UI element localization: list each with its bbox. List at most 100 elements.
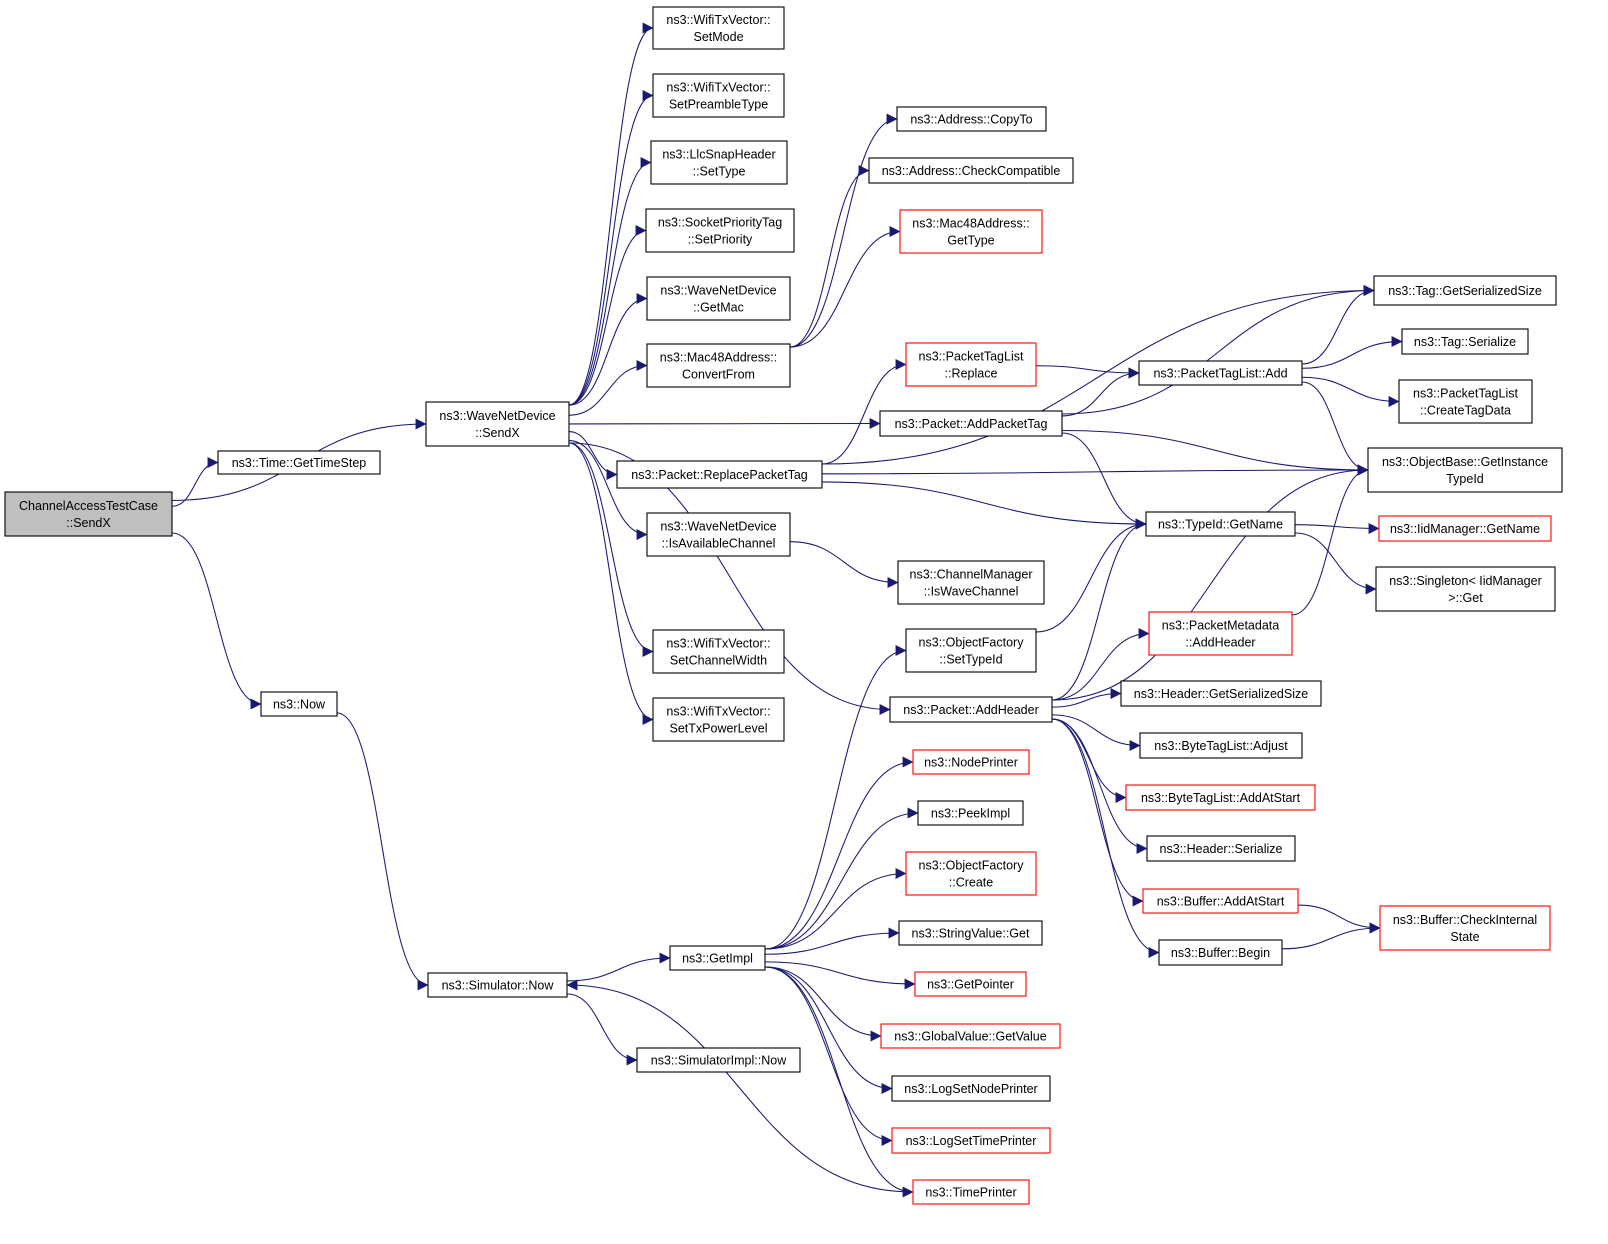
node-addr-check[interactable]: ns3::Address::CheckCompatible xyxy=(868,157,1074,184)
node-box-now[interactable] xyxy=(260,691,338,717)
node-wnd-getmac[interactable]: ns3::WaveNetDevice::GetMac xyxy=(646,276,791,321)
node-node-printer[interactable]: ns3::NodePrinter xyxy=(912,749,1030,775)
node-box-buf-addatstart[interactable] xyxy=(1142,888,1299,914)
node-llc-settype[interactable]: ns3::LlcSnapHeader::SetType xyxy=(650,140,788,185)
node-sv-get[interactable]: ns3::StringValue::Get xyxy=(898,920,1043,946)
node-get-pointer[interactable]: ns3::GetPointer xyxy=(914,971,1027,997)
node-pm-addheader[interactable]: ns3::PacketMetadata::AddHeader xyxy=(1148,611,1293,656)
node-box-btl-adjust[interactable] xyxy=(1139,732,1303,759)
node-box-ob-getinstance[interactable] xyxy=(1367,447,1563,493)
node-replace-tag[interactable]: ns3::Packet::ReplacePacketTag xyxy=(616,460,823,489)
node-box-addr-check[interactable] xyxy=(868,157,1074,184)
node-add-packet-tag[interactable]: ns3::Packet::AddPacketTag xyxy=(879,410,1063,437)
node-wtv-txpower[interactable]: ns3::WifiTxVector::SetTxPowerLevel xyxy=(652,697,785,742)
node-box-llc-settype[interactable] xyxy=(650,140,788,185)
node-box-singleton-get[interactable] xyxy=(1375,566,1556,612)
node-box-tag-serialize[interactable] xyxy=(1401,328,1529,355)
node-mac48-gettype[interactable]: ns3::Mac48Address::GetType xyxy=(899,209,1043,254)
node-box-ptl-add[interactable] xyxy=(1138,360,1303,386)
node-wtv-setmode[interactable]: ns3::WifiTxVector::SetMode xyxy=(652,6,785,50)
node-box-mac48-convert[interactable] xyxy=(646,343,791,388)
node-wtv-chwidth[interactable]: ns3::WifiTxVector::SetChannelWidth xyxy=(652,629,785,674)
node-ptl-createtag[interactable]: ns3::PacketTagList::CreateTagData xyxy=(1398,379,1533,424)
node-tag-getsize[interactable]: ns3::Tag::GetSerializedSize xyxy=(1373,275,1557,306)
node-box-pm-addheader[interactable] xyxy=(1148,611,1293,656)
node-box-add-header[interactable] xyxy=(889,696,1053,723)
node-btl-addatstart[interactable]: ns3::ByteTagList::AddAtStart xyxy=(1125,784,1316,811)
node-box-cm-iswave[interactable] xyxy=(897,560,1045,605)
node-box-buf-checkinternal[interactable] xyxy=(1379,905,1551,951)
node-box-hdr-getsize[interactable] xyxy=(1120,680,1322,707)
node-box-get-pointer[interactable] xyxy=(914,971,1027,997)
node-wtv-preamble[interactable]: ns3::WifiTxVector::SetPreambleType xyxy=(652,73,785,118)
node-iid-getname[interactable]: ns3::IidManager::GetName xyxy=(1378,515,1552,542)
node-buf-addatstart[interactable]: ns3::Buffer::AddAtStart xyxy=(1142,888,1299,914)
node-box-replace-tag[interactable] xyxy=(616,460,823,489)
node-log-node[interactable]: ns3::LogSetNodePrinter xyxy=(891,1075,1051,1102)
node-root[interactable]: ChannelAccessTestCase::SendX xyxy=(4,491,173,537)
node-box-ptl-createtag[interactable] xyxy=(1398,379,1533,424)
node-box-iid-getname[interactable] xyxy=(1378,515,1552,542)
node-buf-begin[interactable]: ns3::Buffer::Begin xyxy=(1158,939,1283,966)
node-box-gv-getvalue[interactable] xyxy=(880,1023,1061,1049)
node-time-getstep[interactable]: ns3::Time::GetTimeStep xyxy=(217,450,381,475)
node-box-spt-setpriority[interactable] xyxy=(645,208,795,253)
node-wnd-isavail[interactable]: ns3::WaveNetDevice::IsAvailableChannel xyxy=(646,512,791,557)
node-time-printer[interactable]: ns3::TimePrinter xyxy=(912,1179,1030,1205)
node-hdr-getsize[interactable]: ns3::Header::GetSerializedSize xyxy=(1120,680,1322,707)
node-of-settypeid[interactable]: ns3::ObjectFactory::SetTypeId xyxy=(905,628,1037,673)
node-ptl-add[interactable]: ns3::PacketTagList::Add xyxy=(1138,360,1303,386)
node-box-sv-get[interactable] xyxy=(898,920,1043,946)
node-box-wtv-setmode[interactable] xyxy=(652,6,785,50)
node-box-buf-begin[interactable] xyxy=(1158,939,1283,966)
node-box-getimpl[interactable] xyxy=(669,945,766,971)
node-box-log-time[interactable] xyxy=(891,1127,1051,1154)
node-box-ptl-replace[interactable] xyxy=(905,342,1037,387)
node-box-wtv-txpower[interactable] xyxy=(652,697,785,742)
node-spt-setpriority[interactable]: ns3::SocketPriorityTag::SetPriority xyxy=(645,208,795,253)
node-log-time[interactable]: ns3::LogSetTimePrinter xyxy=(891,1127,1051,1154)
node-box-of-create[interactable] xyxy=(905,851,1037,896)
node-box-peek-impl[interactable] xyxy=(917,800,1024,826)
node-box-sim-now[interactable] xyxy=(427,972,568,998)
node-addr-copyto[interactable]: ns3::Address::CopyTo xyxy=(896,106,1047,132)
node-box-time-getstep[interactable] xyxy=(217,450,381,475)
node-tag-serialize[interactable]: ns3::Tag::Serialize xyxy=(1401,328,1529,355)
node-of-create[interactable]: ns3::ObjectFactory::Create xyxy=(905,851,1037,896)
node-add-header[interactable]: ns3::Packet::AddHeader xyxy=(889,696,1053,723)
node-box-time-printer[interactable] xyxy=(912,1179,1030,1205)
node-singleton-get[interactable]: ns3::Singleton< IidManager>::Get xyxy=(1375,566,1556,612)
node-sim-now[interactable]: ns3::Simulator::Now xyxy=(427,972,568,998)
node-box-typeid-getname[interactable] xyxy=(1145,511,1296,537)
node-box-log-node[interactable] xyxy=(891,1075,1051,1102)
node-gv-getvalue[interactable]: ns3::GlobalValue::GetValue xyxy=(880,1023,1061,1049)
node-wave-sendx[interactable]: ns3::WaveNetDevice::SendX xyxy=(425,401,570,447)
node-mac48-convert[interactable]: ns3::Mac48Address::ConvertFrom xyxy=(646,343,791,388)
node-box-hdr-serialize[interactable] xyxy=(1146,835,1296,862)
node-peek-impl[interactable]: ns3::PeekImpl xyxy=(917,800,1024,826)
node-getimpl[interactable]: ns3::GetImpl xyxy=(669,945,766,971)
node-cm-iswave[interactable]: ns3::ChannelManager::IsWaveChannel xyxy=(897,560,1045,605)
node-box-node-printer[interactable] xyxy=(912,749,1030,775)
node-box-wtv-chwidth[interactable] xyxy=(652,629,785,674)
node-box-wnd-getmac[interactable] xyxy=(646,276,791,321)
node-hdr-serialize[interactable]: ns3::Header::Serialize xyxy=(1146,835,1296,862)
node-box-of-settypeid[interactable] xyxy=(905,628,1037,673)
node-btl-adjust[interactable]: ns3::ByteTagList::Adjust xyxy=(1139,732,1303,759)
node-simimpl-now[interactable]: ns3::SimulatorImpl::Now xyxy=(636,1047,801,1073)
node-box-mac48-gettype[interactable] xyxy=(899,209,1043,254)
node-box-simimpl-now[interactable] xyxy=(636,1047,801,1073)
node-now[interactable]: ns3::Now xyxy=(260,691,338,717)
node-box-wave-sendx[interactable] xyxy=(425,401,570,447)
node-box-btl-addatstart[interactable] xyxy=(1125,784,1316,811)
node-box-tag-getsize[interactable] xyxy=(1373,275,1557,306)
node-box-root[interactable] xyxy=(4,491,173,537)
node-box-add-packet-tag[interactable] xyxy=(879,410,1063,437)
node-box-wtv-preamble[interactable] xyxy=(652,73,785,118)
node-typeid-getname[interactable]: ns3::TypeId::GetName xyxy=(1145,511,1296,537)
node-box-addr-copyto[interactable] xyxy=(896,106,1047,132)
node-ptl-replace[interactable]: ns3::PacketTagList::Replace xyxy=(905,342,1037,387)
node-box-wnd-isavail[interactable] xyxy=(646,512,791,557)
